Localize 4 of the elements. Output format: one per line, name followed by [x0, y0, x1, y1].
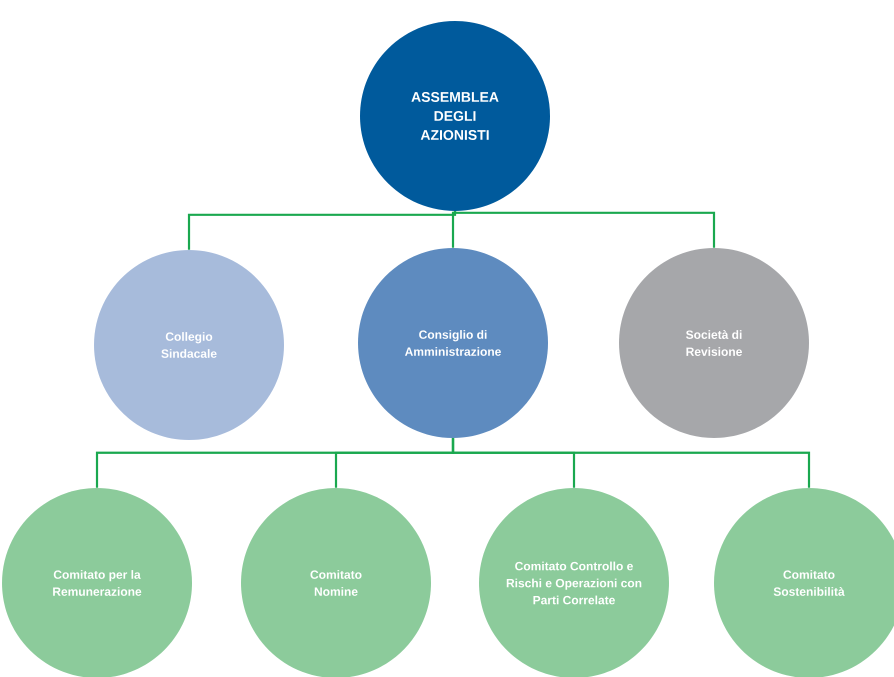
connector-line [188, 211, 456, 250]
connector-line [452, 438, 810, 488]
connector-line [452, 211, 456, 248]
connector-line [454, 210, 716, 248]
